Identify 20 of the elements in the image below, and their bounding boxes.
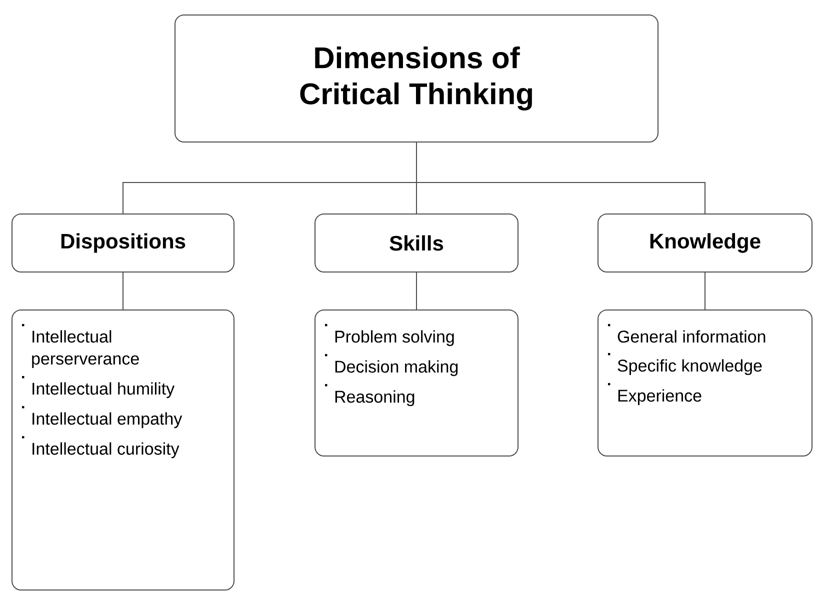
list-box: [314, 310, 518, 456]
list-item: Intellectual empathy: [22, 406, 182, 428]
connector-line: [704, 272, 706, 310]
list-item: Intellectual curiosity: [22, 436, 180, 458]
list-item: Problem solving: [325, 324, 454, 346]
list-item: Experience: [608, 383, 702, 406]
list-box: [12, 310, 234, 590]
list-item: Specific knowledge: [608, 352, 762, 376]
category-box: Knowledge: [598, 214, 812, 272]
title-box: Dimensions of Critical Thinking: [174, 14, 658, 142]
list-box: [598, 310, 812, 456]
list-item: Decision making: [325, 354, 458, 376]
category-box: Dispositions: [12, 214, 234, 272]
list-item: Intellectual perserverance: [22, 324, 139, 368]
connector-line: [122, 272, 124, 310]
list-item: General information: [608, 324, 766, 343]
category-box: Skills: [314, 214, 518, 272]
list-item: Intellectual humility: [22, 376, 175, 398]
connector-line: [416, 272, 417, 310]
list-item: Reasoning: [325, 384, 414, 406]
